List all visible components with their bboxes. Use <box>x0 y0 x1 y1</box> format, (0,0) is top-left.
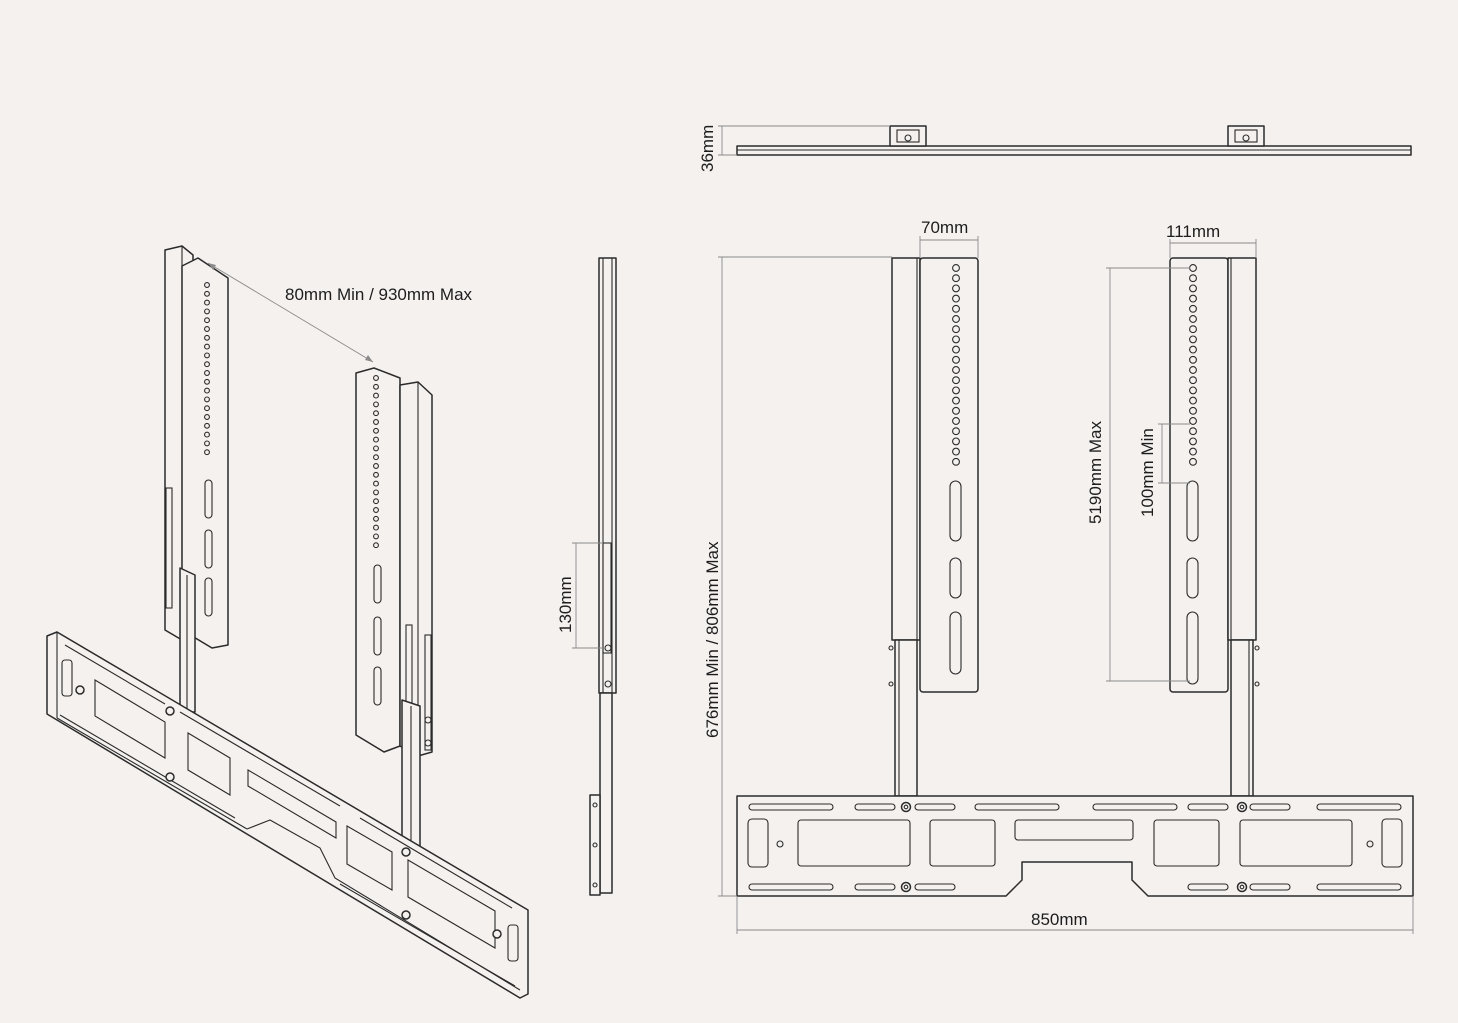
mounting-hole <box>1189 427 1197 436</box>
mounting-hole <box>373 498 379 505</box>
mounting-hole <box>1189 315 1197 323</box>
mounting-hole <box>373 375 379 381</box>
mounting-hole <box>204 317 210 324</box>
mounting-slot <box>1186 557 1199 599</box>
base-width-label: 850mm <box>1031 910 1088 929</box>
span-label: 80mm Min / 930mm Max <box>285 285 473 304</box>
mounting-hole <box>952 345 960 354</box>
mounting-hole <box>1189 294 1197 303</box>
mounting-slot <box>1186 480 1199 542</box>
mounting-hole <box>204 396 210 403</box>
mounting-hole <box>952 294 960 303</box>
side-view: 130mm <box>556 257 617 896</box>
depth-label: 36mm <box>698 125 717 172</box>
mounting-hole <box>952 335 960 344</box>
mounting-hole <box>1189 396 1197 405</box>
mounting-hole <box>373 436 379 443</box>
mounting-hole <box>1189 345 1197 354</box>
mounting-hole <box>373 489 379 496</box>
mounting-hole <box>952 427 960 436</box>
mounting-hole <box>373 542 379 549</box>
mounting-hole <box>1189 355 1197 364</box>
mounting-hole <box>1189 376 1197 385</box>
mounting-hole <box>373 480 379 487</box>
mounting-hole <box>952 284 960 293</box>
mounting-hole <box>952 386 960 395</box>
mounting-hole <box>952 304 960 313</box>
mounting-hole <box>373 463 379 469</box>
vert-min-label: 100mm Min <box>1138 428 1157 517</box>
mounting-hole <box>204 343 210 350</box>
mounting-slot <box>949 557 962 599</box>
mounting-hole <box>1189 325 1197 334</box>
mounting-hole <box>1189 417 1197 425</box>
height-label: 676mm Min / 806mm Max <box>703 541 722 738</box>
mounting-hole <box>373 515 379 522</box>
width-70-label: 70mm <box>921 218 968 237</box>
mounting-slot <box>949 611 962 675</box>
mounting-hole <box>204 387 210 394</box>
mounting-hole <box>204 290 210 297</box>
mounting-slot <box>949 480 962 542</box>
mounting-hole <box>204 352 210 359</box>
mounting-hole <box>952 366 960 374</box>
mounting-hole <box>204 405 210 412</box>
mounting-hole <box>952 315 960 323</box>
mounting-hole <box>204 378 210 385</box>
mounting-hole <box>952 447 960 456</box>
mounting-hole <box>373 401 379 408</box>
mounting-hole <box>204 282 210 288</box>
mounting-hole <box>1189 457 1197 466</box>
mounting-hole <box>373 533 379 540</box>
mounting-hole <box>952 325 960 334</box>
mounting-hole <box>204 431 210 438</box>
mounting-hole <box>1189 437 1197 446</box>
mounting-hole <box>373 507 379 513</box>
mounting-hole <box>373 419 379 425</box>
mounting-hole <box>952 457 960 466</box>
mounting-hole <box>1189 335 1197 344</box>
mounting-hole <box>373 410 379 417</box>
mounting-hole <box>952 355 960 364</box>
mounting-hole <box>1189 386 1197 395</box>
mounting-hole <box>1189 366 1197 374</box>
mounting-hole <box>373 392 379 399</box>
mounting-hole <box>952 437 960 446</box>
mounting-hole <box>373 383 379 390</box>
vert-max-label: 5190mm Max <box>1086 421 1105 524</box>
mounting-hole <box>373 445 379 452</box>
mounting-hole <box>204 308 210 315</box>
mounting-hole <box>1189 274 1197 283</box>
mounting-slot <box>1186 611 1199 685</box>
slot-label: 130mm <box>556 576 575 633</box>
top-view: 36mm <box>698 125 1412 172</box>
mounting-hole <box>952 396 960 405</box>
mounting-hole <box>952 406 960 415</box>
mounting-hole <box>204 449 210 456</box>
mounting-hole <box>952 417 960 425</box>
mounting-hole <box>1189 406 1197 415</box>
mounting-hole <box>373 454 379 461</box>
mounting-hole <box>952 376 960 385</box>
mounting-hole <box>204 299 210 306</box>
mounting-hole <box>204 422 210 429</box>
mounting-hole <box>204 361 210 368</box>
mounting-hole <box>204 440 210 447</box>
mounting-hole <box>1189 304 1197 313</box>
mounting-hole <box>204 326 210 332</box>
perspective-view: 80mm Min / 930mm Max <box>46 245 529 999</box>
mounting-hole <box>373 471 379 478</box>
width-111-label: 111mm <box>1166 222 1220 241</box>
front-view: 70mm 111mm 676mm Min / 806mm Max 5190mm … <box>703 218 1414 934</box>
mounting-hole <box>373 524 379 531</box>
mounting-hole <box>204 370 210 376</box>
mounting-hole <box>952 264 960 272</box>
mounting-hole <box>952 274 960 283</box>
mounting-hole <box>204 414 210 420</box>
mounting-hole <box>204 334 210 341</box>
mounting-hole <box>1189 447 1197 456</box>
mounting-hole <box>1189 284 1197 293</box>
mounting-hole <box>373 427 379 434</box>
